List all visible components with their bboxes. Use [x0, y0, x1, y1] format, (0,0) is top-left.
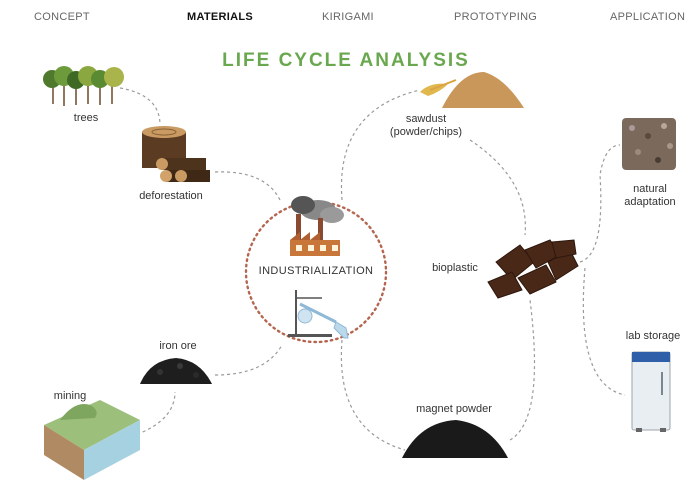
connector-bioplastic-lab	[582, 267, 626, 396]
connector-industrialization-sawdust	[340, 89, 421, 201]
nav-kirigami[interactable]: KIRIGAMI	[322, 11, 374, 23]
fridge-icon	[631, 351, 671, 432]
label-lab-storage: lab storage	[625, 330, 681, 342]
bioplastic-mesh-icon	[487, 239, 579, 299]
nav-concept[interactable]: CONCEPT	[34, 11, 90, 23]
label-magnet-powder: magnet powder	[416, 403, 492, 415]
connector-sawdust-bioplastic	[469, 139, 526, 236]
connector-bioplastic-natural	[579, 144, 621, 263]
terrain-block-icon	[44, 400, 140, 480]
connector-trees-deforestation	[119, 87, 161, 126]
label-trees: trees	[73, 112, 99, 124]
label-mining: mining	[53, 390, 87, 402]
label-natural-line2: adaptation	[624, 196, 676, 208]
label-sawdust-line2: (powder/chips)	[389, 126, 463, 138]
nav-materials[interactable]: MATERIALS	[187, 11, 254, 23]
label-sawdust-line1: sawdust	[405, 113, 447, 125]
connector-industrialization-magnet	[340, 339, 406, 451]
top-nav: CONCEPT MATERIALS KIRIGAMI PROTOTYPING A…	[0, 0, 692, 36]
log-stump-icon	[142, 126, 210, 182]
soil-patch-icon	[622, 118, 676, 170]
label-bioplastic: bioplastic	[432, 262, 478, 274]
lab-glassware-icon	[288, 290, 349, 339]
ore-pile-icon	[140, 358, 212, 384]
connector-deforestation-industrialization	[214, 171, 281, 201]
connector-magnet-bioplastic	[509, 299, 536, 441]
label-industrialization: INDUSTRIALIZATION	[258, 265, 374, 277]
connectors	[119, 87, 626, 451]
nav-application[interactable]: APPLICATION	[610, 11, 686, 23]
connector-mining-ironore	[119, 391, 176, 441]
connector-ironore-industrialization	[214, 344, 283, 376]
label-iron-ore: iron ore	[159, 340, 197, 352]
factory-icon	[290, 196, 344, 256]
tree-cluster-icon	[43, 66, 124, 106]
powder-pile-icon	[402, 420, 508, 458]
sawdust-pile-icon	[420, 72, 524, 108]
nav-prototyping[interactable]: PROTOTYPING	[454, 11, 538, 23]
label-natural-line1: natural	[633, 183, 667, 195]
label-natural-adaptation: natural adaptation	[615, 183, 685, 209]
label-deforestation: deforestation	[139, 190, 203, 202]
page-title: LIFE CYCLE ANALYSIS	[222, 50, 470, 71]
label-sawdust: sawdust (powder/chips)	[376, 113, 476, 139]
